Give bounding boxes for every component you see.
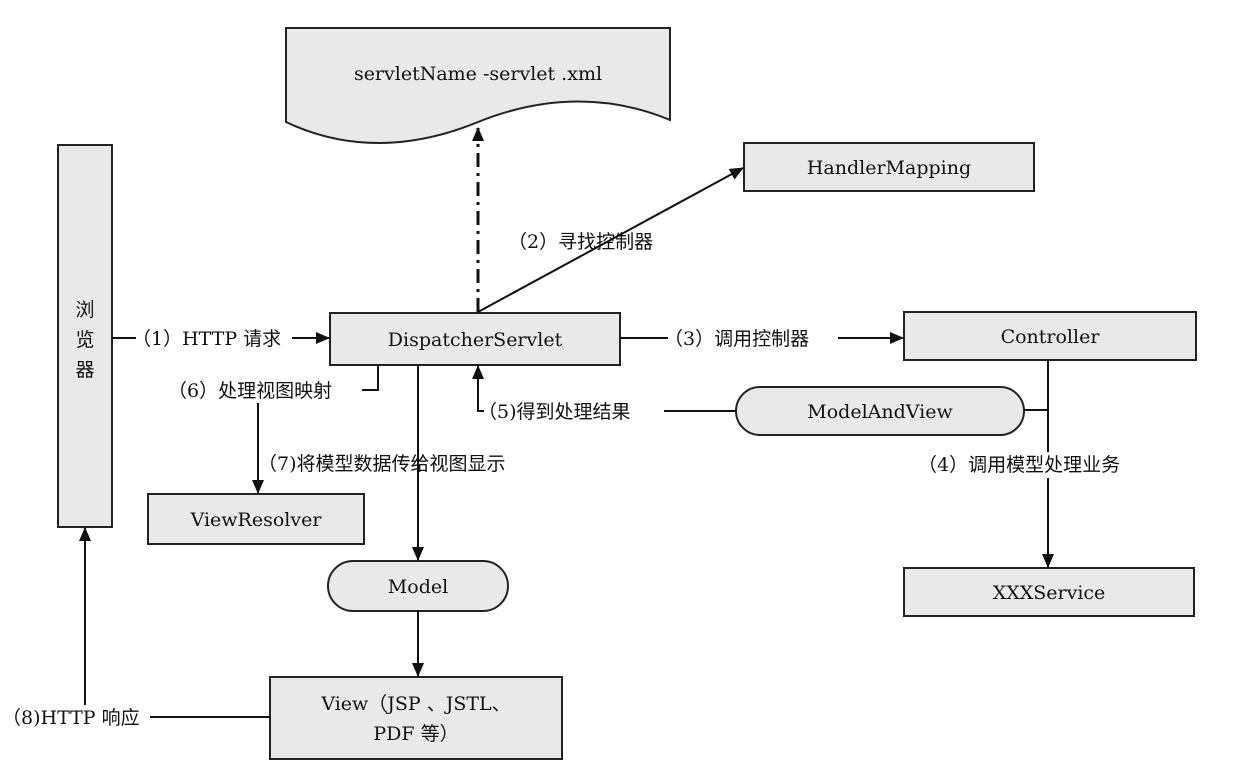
xxx-service-box: XXXService	[903, 567, 1195, 617]
edge-8-label: （8)HTTP 响应	[2, 707, 140, 729]
model-label: Model	[388, 576, 448, 598]
servlet-xml-document: servletName -servlet .xml	[285, 27, 671, 144]
edge-5-label: （5)得到处理结果	[478, 401, 631, 423]
controller-box: Controller	[903, 311, 1197, 361]
view-label-line-1: View（JSP 、JSTL、	[320, 693, 510, 715]
edge-1-label: （1）HTTP 请求	[132, 328, 281, 350]
controller-label: Controller	[1001, 326, 1101, 348]
browser-label-char-2: 览	[75, 329, 94, 351]
model-node: Model	[327, 560, 509, 612]
model-and-view-node: ModelAndView	[735, 386, 1025, 436]
browser-label-char-3: 器	[75, 359, 94, 381]
servlet-xml-label: servletName -servlet .xml	[354, 63, 602, 85]
view-box: View（JSP 、JSTL、 PDF 等）	[269, 676, 563, 760]
handler-mapping-box: HandlerMapping	[743, 142, 1035, 192]
dispatcher-servlet-label: DispatcherServlet	[388, 329, 563, 351]
handler-mapping-label: HandlerMapping	[807, 157, 971, 179]
edge-2-label: （2）寻找控制器	[508, 231, 653, 253]
edge-3-label: （3）调用控制器	[664, 328, 809, 350]
view-label-line-2: PDF 等）	[373, 723, 458, 745]
view-resolver-label: ViewResolver	[190, 509, 323, 531]
browser-label-char-1: 浏	[75, 299, 94, 321]
edge-2-line	[477, 167, 744, 313]
edge-7-label: （7)将模型数据传给视图显示	[258, 453, 506, 475]
dispatcher-servlet-box: DispatcherServlet	[329, 312, 621, 366]
edge-6-connector	[362, 365, 379, 391]
edge-6-label: （6）处理视图映射	[168, 380, 332, 402]
model-and-view-label: ModelAndView	[807, 401, 953, 423]
edge-4-label: （4）调用模型处理业务	[918, 454, 1120, 476]
edge-5-line-b	[472, 365, 484, 412]
view-resolver-box: ViewResolver	[147, 493, 365, 545]
browser-box: 浏 览 器	[57, 144, 113, 528]
xxx-service-label: XXXService	[993, 582, 1106, 604]
